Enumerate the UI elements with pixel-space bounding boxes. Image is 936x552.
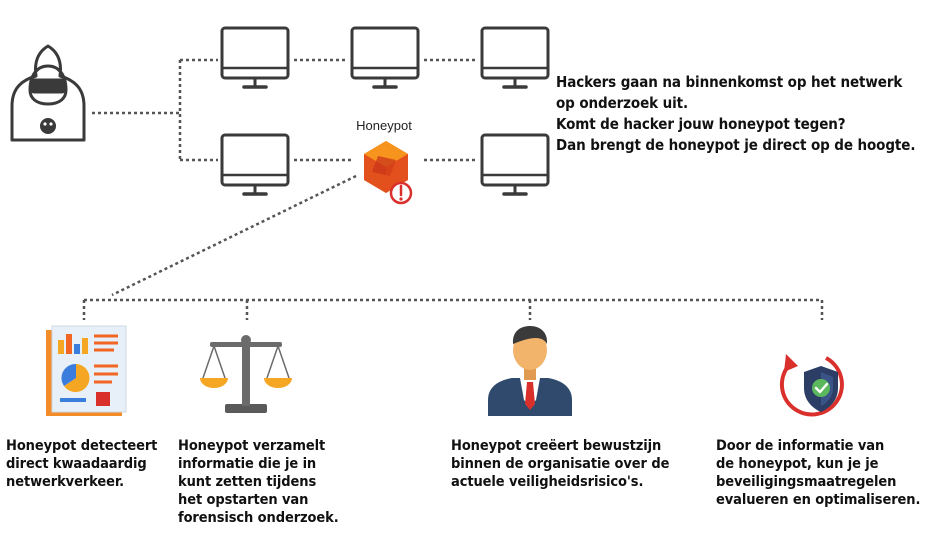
scales-icon xyxy=(200,335,292,413)
caption-line: actuele veiligheidsrisico's. xyxy=(451,474,644,490)
step-caption-awareness: Honeypot creëert bewustzijn binnen de or… xyxy=(451,437,669,491)
step-caption-collect: Honeypot verzamelt informatie die je in … xyxy=(178,437,339,527)
caption-line: de honeypot, kun je je xyxy=(716,456,879,472)
shield-cycle-icon xyxy=(779,354,844,417)
computer-icon xyxy=(350,26,420,89)
step-caption-optimize: Door de informatie van de honeypot, kun … xyxy=(716,437,920,509)
computer-icon xyxy=(480,133,550,196)
step-caption-detect: Honeypot detecteert direct kwaadaardig n… xyxy=(6,437,157,491)
computer-icon xyxy=(220,26,290,89)
computer-icon xyxy=(480,26,550,89)
caption-line: beveiligingsmaatregelen xyxy=(716,474,897,490)
alert-icon xyxy=(389,181,413,205)
computer-icon xyxy=(220,133,290,196)
intro-line: Dan brengt de honeypot je direct op de h… xyxy=(556,136,916,154)
caption-line: kunt zetten tijdens xyxy=(178,474,317,490)
caption-line: Honeypot creëert bewustzijn xyxy=(451,438,662,454)
caption-line: Door de informatie van xyxy=(716,438,885,454)
caption-line: forensisch onderzoek. xyxy=(178,510,339,526)
caption-line: informatie die je in xyxy=(178,456,317,472)
caption-line: binnen de organisatie over de xyxy=(451,456,670,472)
caption-line: netwerkverkeer. xyxy=(6,474,124,490)
caption-line: het opstarten van xyxy=(178,492,309,508)
honeypot-logo-icon xyxy=(364,141,408,193)
report-dashboard-icon xyxy=(46,325,127,416)
network-connectors xyxy=(82,58,824,320)
intro-line: Komt de hacker jouw honeypot tegen? xyxy=(556,115,846,133)
businessman-icon xyxy=(488,326,572,416)
caption-line: evalueren en optimaliseren. xyxy=(716,492,921,508)
intro-line: op onderzoek uit. xyxy=(556,94,689,112)
hacker-icon xyxy=(10,44,86,142)
honeypot-label: Honeypot xyxy=(356,118,412,133)
caption-line: direct kwaadaardig xyxy=(6,456,147,472)
intro-text: Hackers gaan na binnenkomst op het netwe… xyxy=(556,72,915,156)
caption-line: Honeypot verzamelt xyxy=(178,438,326,454)
intro-line: Hackers gaan na binnenkomst op het netwe… xyxy=(556,73,903,91)
caption-line: Honeypot detecteert xyxy=(6,438,158,454)
